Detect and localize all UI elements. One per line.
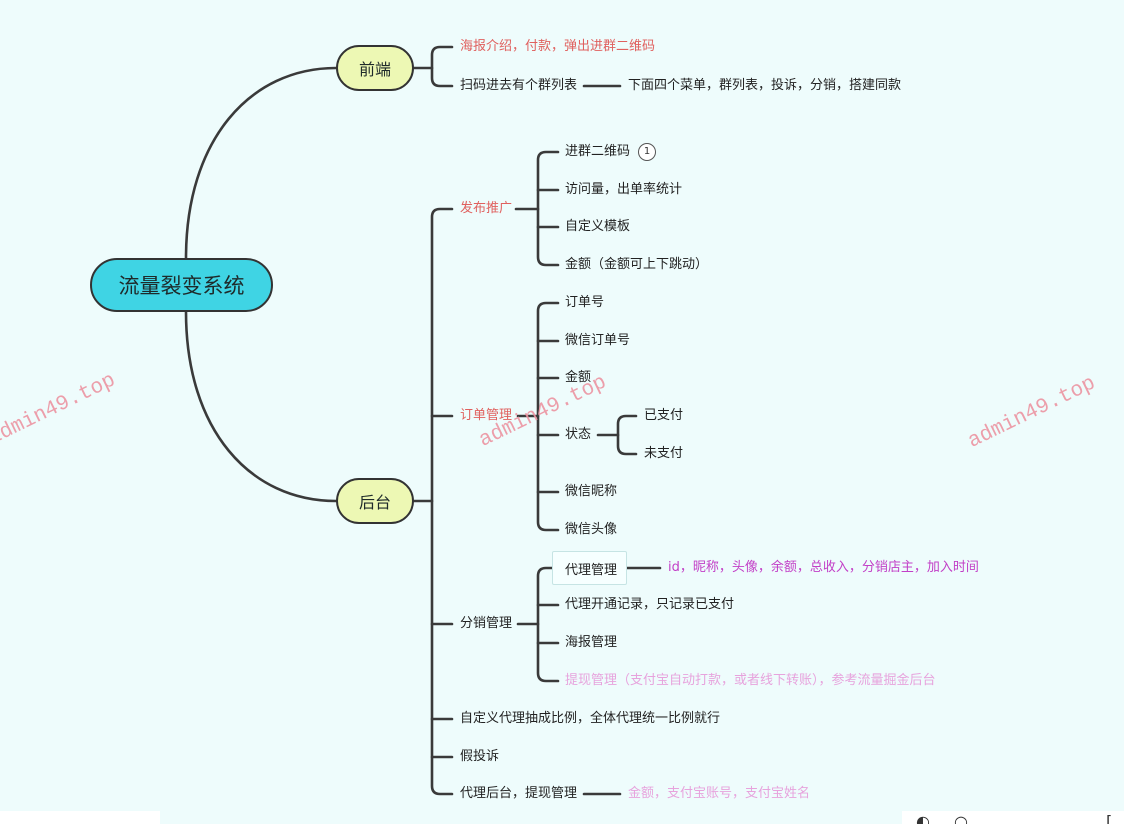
help-icon[interactable]: ○ (954, 812, 968, 824)
topic-agent-records[interactable]: 代理开通记录，只记录已支付 (565, 597, 735, 612)
branch-frontend[interactable]: 前端 (336, 45, 414, 91)
topic-order-number[interactable]: 订单号 (565, 295, 605, 310)
bottom-left-bar (0, 811, 160, 824)
connector (536, 301, 560, 532)
fullscreen-icon[interactable]: [ (1106, 812, 1113, 824)
topic-order-status[interactable]: 状态 (565, 427, 592, 442)
branch-frontend-label: 前端 (358, 60, 391, 79)
connector (430, 45, 454, 88)
topic-publish[interactable]: 发布推广 (460, 201, 513, 216)
connector (536, 603, 560, 645)
connector (430, 207, 454, 796)
connector (536, 188, 560, 229)
connector (184, 66, 338, 260)
topic-agent-management[interactable]: 代理管理 (552, 551, 627, 585)
topic-poster-intro[interactable]: 海报介绍，付款，弹出进群二维码 (460, 39, 656, 54)
root-node[interactable]: 流量裂变系统 (90, 258, 273, 312)
topic-group-qrcode[interactable]: 进群二维码 (565, 144, 631, 159)
topic-poster-management[interactable]: 海报管理 (565, 635, 618, 650)
number-badge: 1 (638, 143, 656, 161)
bottom-toolbar: ◐ ○ [ (902, 811, 1124, 824)
connector (536, 339, 560, 494)
connector (616, 414, 638, 456)
topic-order-amount[interactable]: 金额 (565, 370, 592, 385)
topic-menu-detail[interactable]: 下面四个菜单，群列表，投诉，分销，搭建同款 (628, 78, 902, 93)
connector (430, 414, 454, 759)
topic-custom-ratio[interactable]: 自定义代理抽成比例，全体代理统一比例就行 (460, 711, 721, 726)
topic-wechat-avatar[interactable]: 微信头像 (565, 522, 618, 537)
topic-orders[interactable]: 订单管理 (460, 408, 513, 423)
topic-status-paid[interactable]: 已支付 (644, 408, 684, 423)
topic-amount-jump[interactable]: 金额（金额可上下跳动） (565, 257, 709, 272)
branch-backend[interactable]: 后台 (336, 478, 414, 524)
connector (536, 566, 560, 683)
root-node-label: 流量裂变系统 (118, 274, 245, 298)
topic-distribution[interactable]: 分销管理 (460, 616, 513, 631)
theme-toggle-icon[interactable]: ◐ (916, 812, 930, 824)
topic-withdraw-management[interactable]: 提现管理（支付宝自动打款，或者线下转账），参考流量掘金后台 (565, 673, 936, 688)
connector (536, 150, 560, 267)
topic-withdraw-fields[interactable]: 金额，支付宝账号，支付宝姓名 (628, 786, 811, 801)
topic-agent-management-label: 代理管理 (565, 562, 618, 578)
topic-visit-stats[interactable]: 访问量，出单率统计 (565, 182, 683, 197)
topic-fake-complaint[interactable]: 假投诉 (460, 749, 500, 764)
topic-agent-fields[interactable]: id，昵称，头像，余额，总收入，分销店主，加入时间 (668, 560, 979, 575)
connector (184, 310, 338, 503)
topic-custom-template[interactable]: 自定义模板 (565, 219, 631, 234)
topic-agent-backend[interactable]: 代理后台，提现管理 (460, 786, 578, 801)
branch-backend-label: 后台 (358, 493, 391, 512)
topic-wechat-nickname[interactable]: 微信昵称 (565, 484, 618, 499)
topic-scan-group-list[interactable]: 扫码进去有个群列表 (460, 78, 578, 93)
topic-wechat-order-number[interactable]: 微信订单号 (565, 333, 631, 348)
topic-status-unpaid[interactable]: 未支付 (644, 446, 684, 461)
